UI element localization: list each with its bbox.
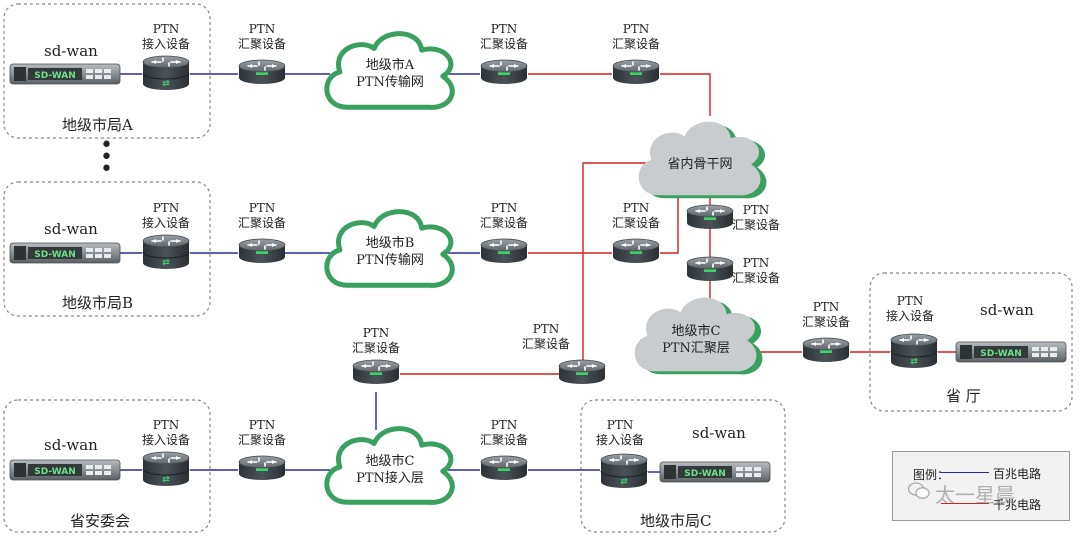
region-box-sheng [869,272,1073,412]
router-aggr-sheng [802,337,850,362]
sdwan-badge: SD-WAN [34,71,75,81]
ellipsis-dots: ••• [100,133,113,182]
router-aggr-b1 [238,238,286,263]
legend-label-100m: 百兆电路 [993,467,1042,481]
router-aggr-c [480,455,528,480]
cloud-b-ptn [324,209,455,288]
router-aggr-bb1 [686,204,734,229]
cloud-backbone [638,121,767,199]
region-title-b: 地级市局B [62,294,134,312]
svg-text:⇄: ⇄ [162,79,170,89]
svg-text:⇄: ⇄ [620,477,628,487]
cloud-a-ptn [324,31,455,110]
router-access-b: ⇄ [142,234,190,269]
router-aggr-b2 [480,238,528,263]
label-sdwan-sheng: sd-wan [980,301,1034,319]
cloud-c-access [324,426,455,505]
region-box-a [3,3,211,139]
sdwan-device-sheng: SD-WAN [955,341,1067,363]
router-aggr-b3 [612,238,660,263]
sdwan-device-c: SD-WAN [659,461,771,483]
watermark: 太一星晨 [935,483,1015,507]
router-access-c: ⇄ [600,453,648,488]
router-access-sheng: ⇄ [890,333,938,368]
dot: • [100,133,113,158]
cloud-label-backbone: 省内骨干网 [667,156,733,172]
svg-text:⇄: ⇄ [162,475,170,485]
link-backbone-cpath [582,162,660,375]
sdwan-device-anwei: SD-WAN [9,459,121,481]
region-box-anwei [3,399,211,533]
sdwan-badge: SD-WAN [684,469,725,479]
label-sdwan-a: sd-wan [44,42,98,60]
router-access-a: ⇄ [142,55,190,90]
legend-label-1000m: 千兆电路 [993,498,1042,512]
dot: • [100,157,113,182]
svg-text:⇄: ⇄ [162,258,170,268]
legend-item-1000m: 千兆电路 [941,496,1065,512]
wechat-icon [908,482,930,499]
sdwan-device-a: SD-WAN [9,63,121,85]
legend: 图例： 百兆电路 千兆电路 [892,451,1070,521]
region-title-anwei: 省安委会 [70,512,131,530]
legend-line-red [941,503,989,504]
svg-text:⇄: ⇄ [910,357,918,367]
sdwan-device-b: SD-WAN [9,242,121,264]
sdwan-badge: SD-WAN [34,467,75,477]
region-title-c: 地级市局C [640,512,712,530]
router-aggr-c-top2 [558,359,606,384]
cloud-c-aggr [634,297,763,375]
router-aggr-bb2 [686,256,734,281]
region-title-a: 地级市局A [62,116,133,134]
label-sdwan-b: sd-wan [44,220,98,238]
link-a-aggr-backbone [660,73,711,116]
router-aggr-a2 [480,59,528,84]
router-aggr-a3 [612,59,660,84]
label-sdwan-c: sd-wan [692,424,746,442]
router-access-anwei: ⇄ [142,451,190,486]
router-aggr-a1 [238,59,286,84]
legend-line-blue [941,472,989,473]
sdwan-badge: SD-WAN [34,250,75,260]
region-title-sheng: 省 厅 [946,387,981,405]
router-aggr-anwei [238,455,286,480]
legend-title: 图例： [913,468,950,482]
sdwan-badge: SD-WAN [980,349,1021,359]
router-aggr-c-top1 [352,359,400,384]
dot: • [100,145,113,170]
region-box-b [3,181,211,317]
link-b-aggr-backbone [660,178,679,254]
legend-item-100m: 百兆电路 [941,465,1065,481]
label-sdwan-anwei: sd-wan [44,436,98,454]
